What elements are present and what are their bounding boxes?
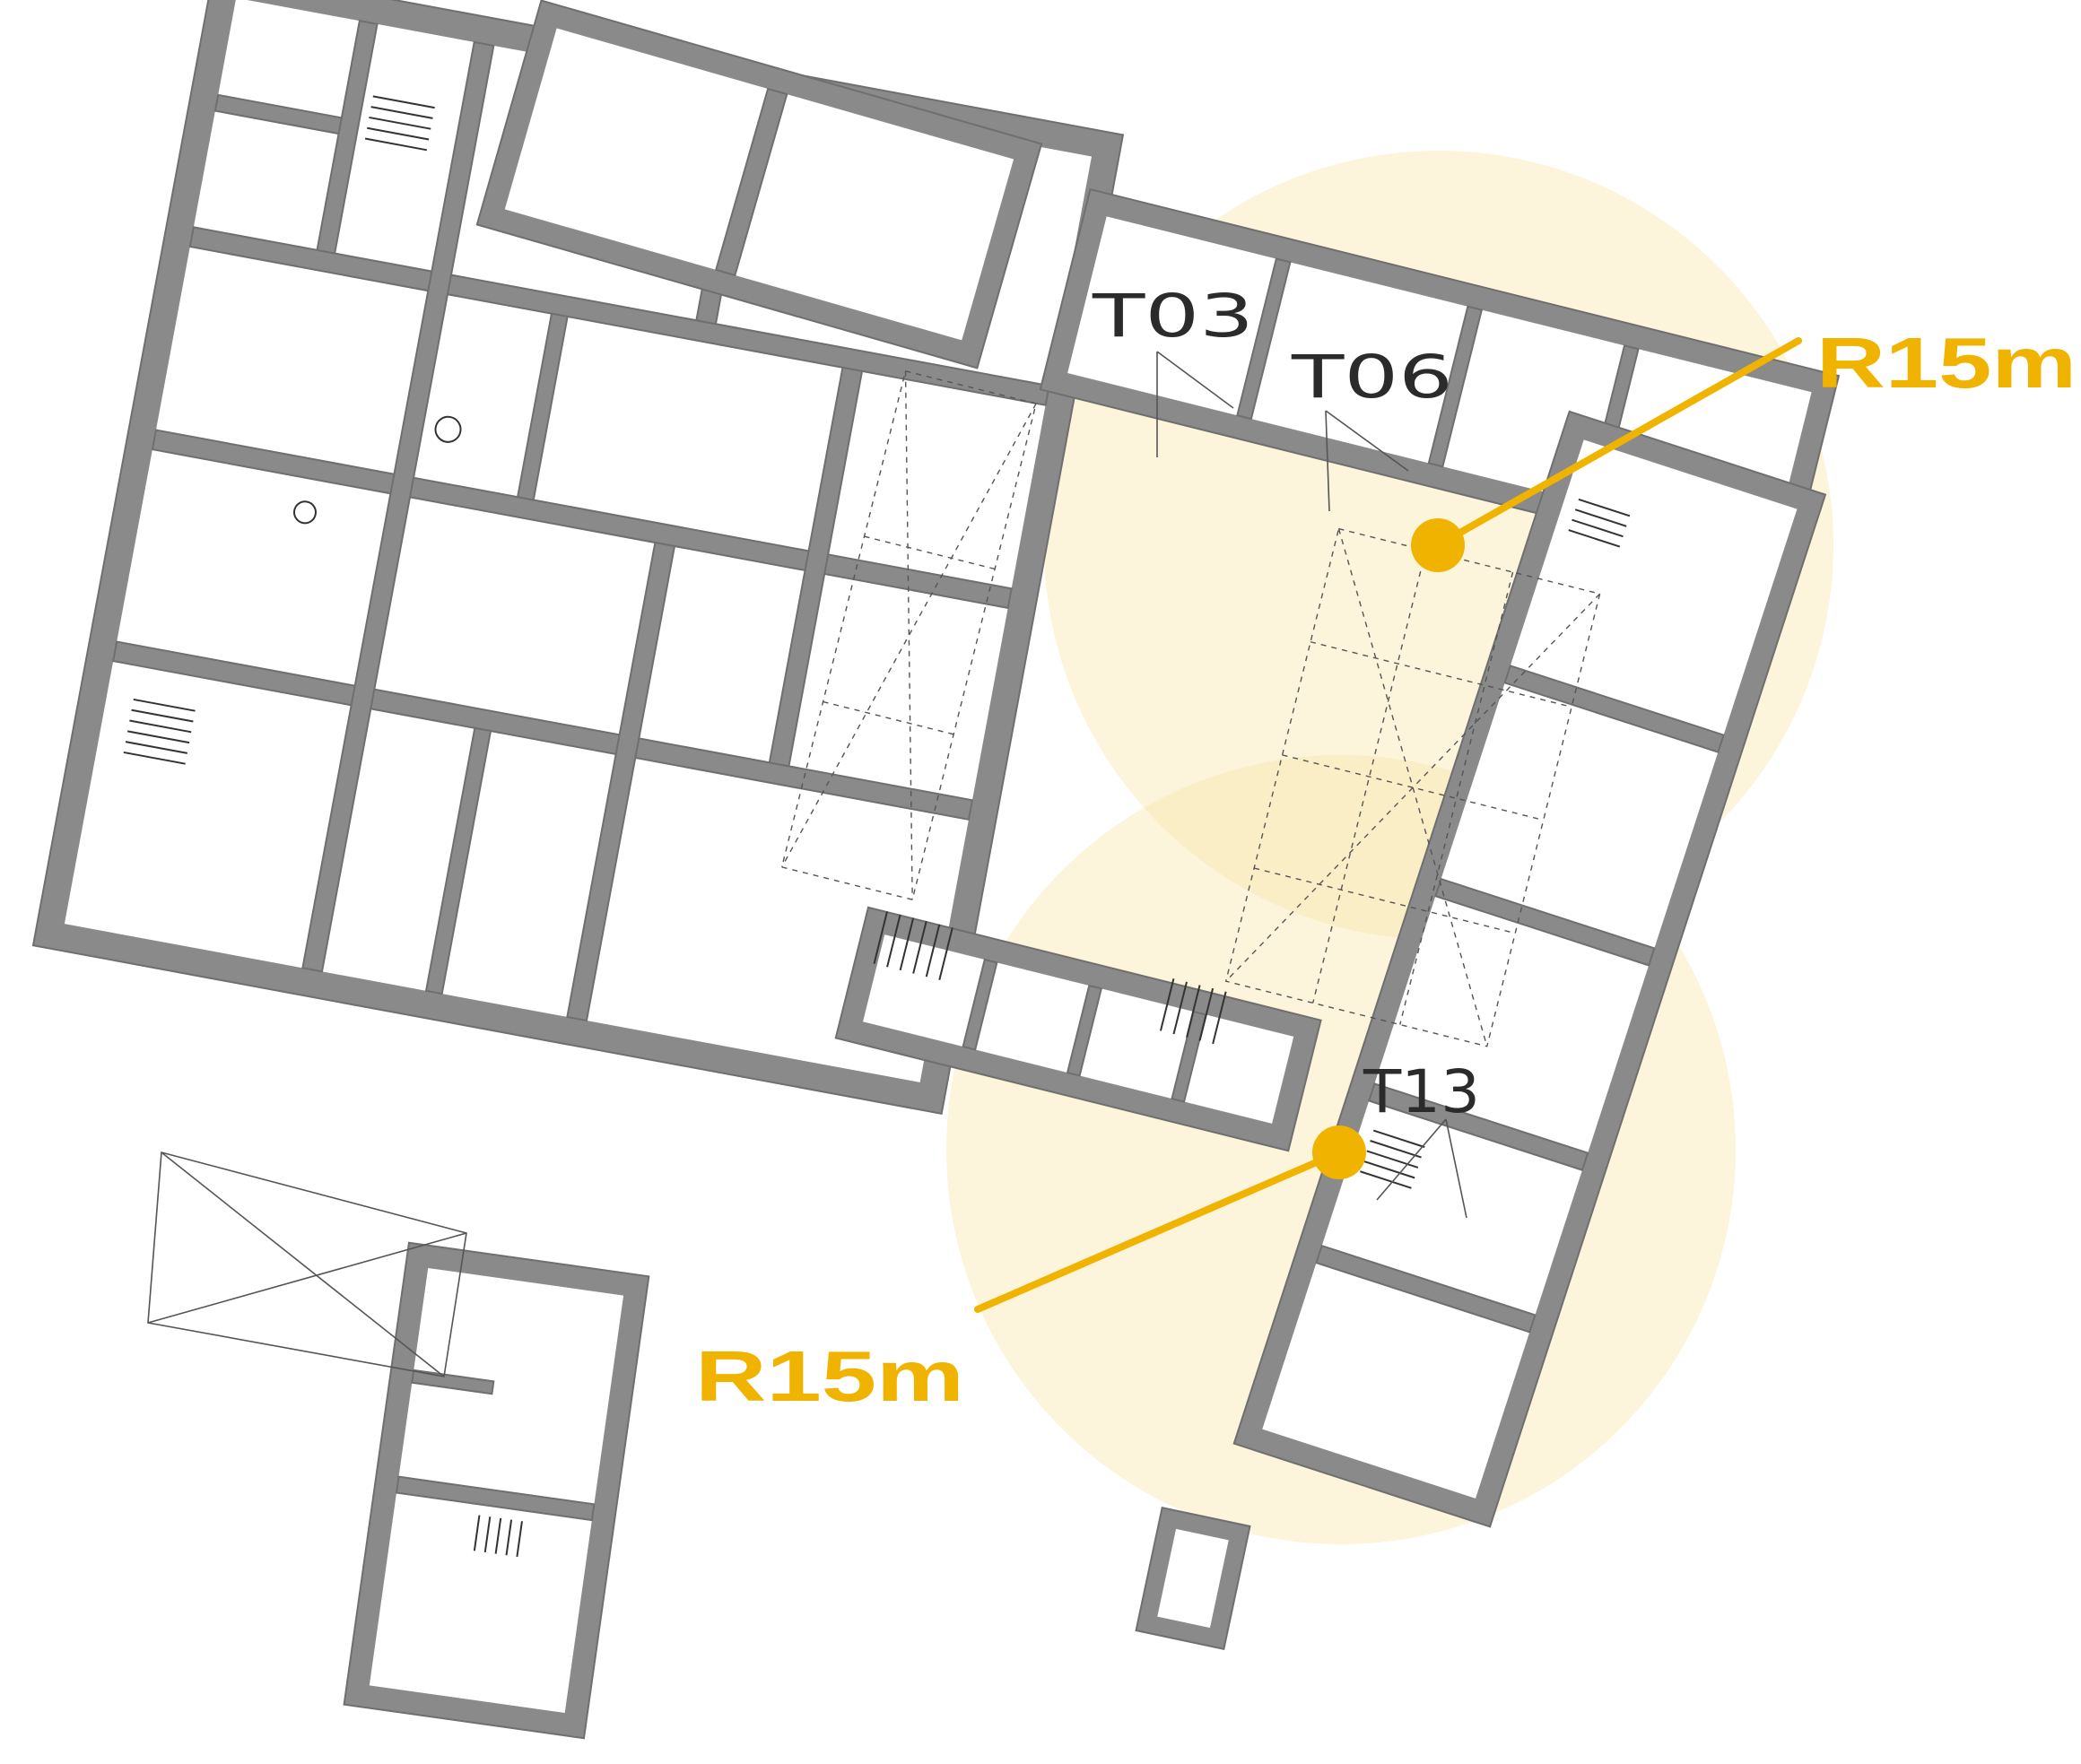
east-vertical-wing [1232,410,1827,1528]
vault-passage [780,369,1037,901]
marker-group-upper: R15m [1411,323,2077,572]
south-central-wing [834,906,1322,1152]
marker-group-lower: R15m [695,1125,1366,1416]
building-walls [31,0,1841,1740]
tag-t06: T06 [1291,343,1453,512]
south-west-wing [343,1241,650,1740]
marker-dot-lower [1312,1125,1366,1179]
tag-t13: T13 [1363,1057,1480,1219]
marker-dot-upper [1411,518,1465,572]
south-annex [1135,1506,1251,1651]
radius-line-upper [1434,337,1802,549]
entrance-porch [147,1151,467,1377]
tag-label-t06: T06 [1291,343,1453,412]
east-vault-grid [1224,527,1601,1047]
tag-t03: T03 [1092,282,1254,457]
radius-label-upper: R15m [1816,323,2077,403]
north-wing [475,0,1043,369]
radius-line-lower [974,1149,1343,1313]
tag-label-t03: T03 [1092,282,1254,351]
tag-label-t13: T13 [1363,1057,1480,1126]
radius-label-lower: R15m [695,1336,964,1416]
central-stairs [873,911,1227,1045]
